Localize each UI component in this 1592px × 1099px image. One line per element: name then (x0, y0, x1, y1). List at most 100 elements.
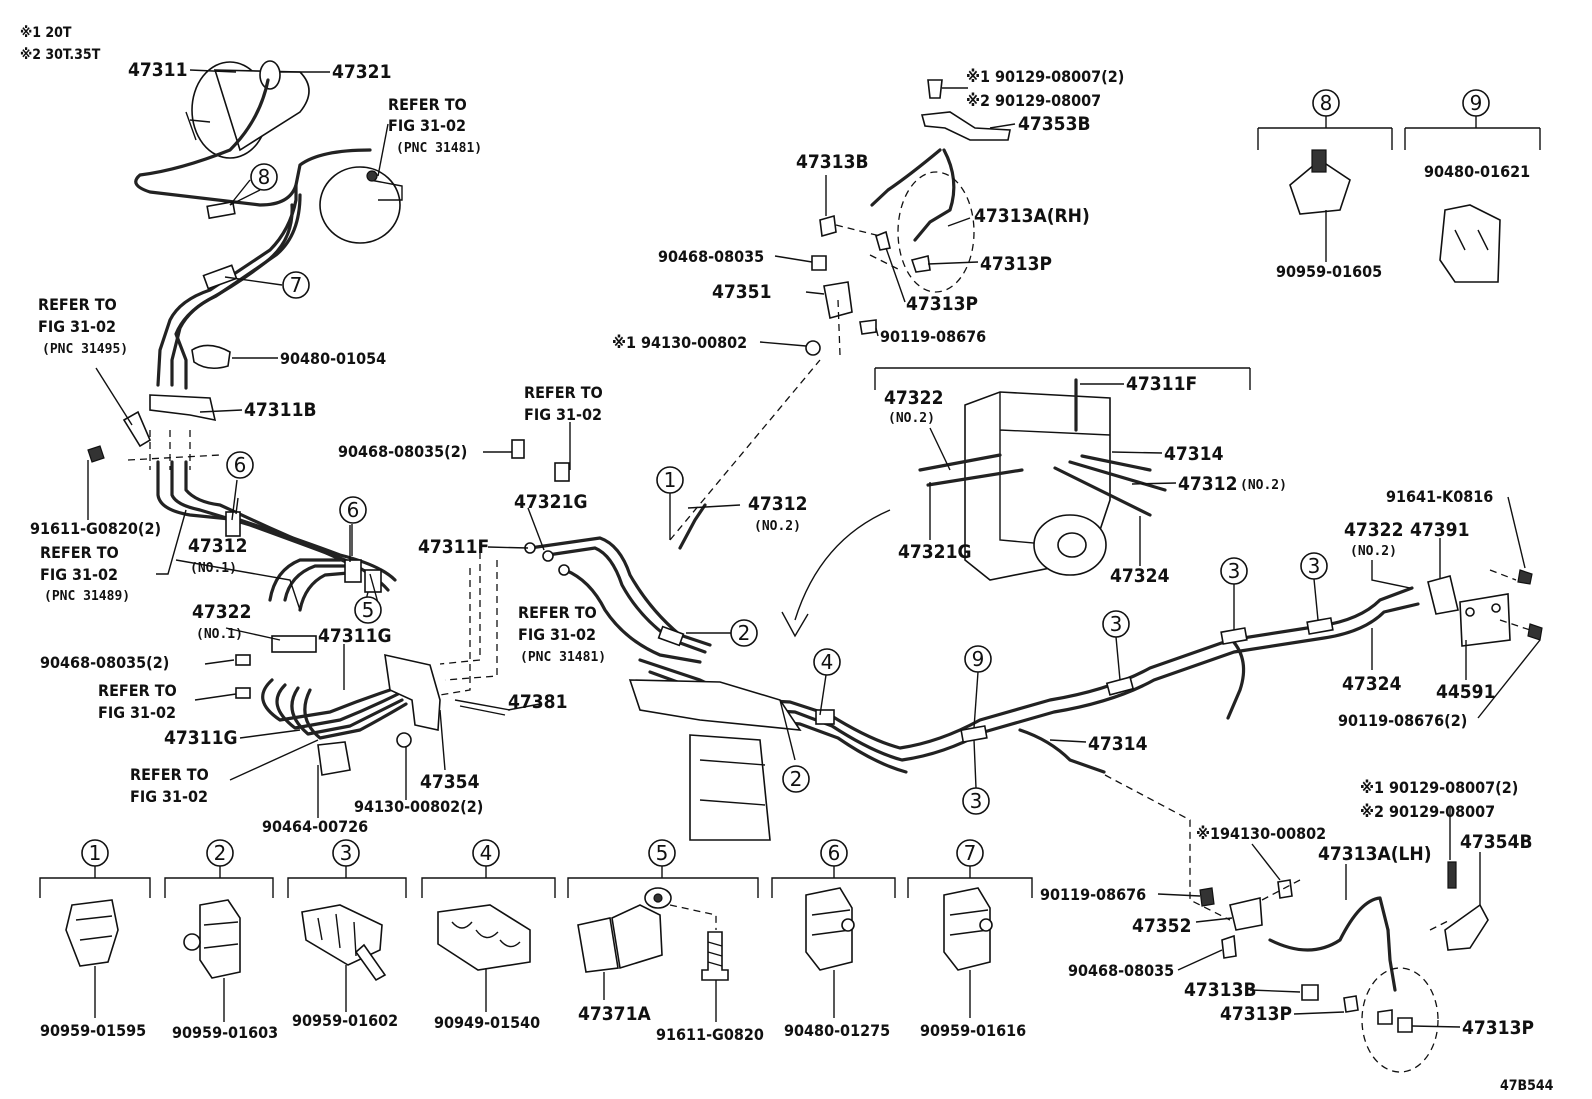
label-94130-00802-a: ※1 94130-00802 (612, 333, 747, 352)
label-refer-f2: FIG 31-02 (524, 405, 602, 424)
callout-8-detail: 8 (1320, 91, 1333, 115)
callout-1-main: 1 (664, 468, 677, 492)
bracket-small-left-drawing (122, 410, 152, 448)
callout-8-main: 8 (258, 165, 271, 189)
label-47311b: 47311B (244, 399, 317, 421)
clip-legend: 1 2 3 4 5 6 7 (39, 839, 1033, 1044)
legend-label-1: 90959-01595 (40, 1021, 146, 1040)
label-47352: 47352 (1132, 915, 1191, 937)
label-91641-k0816: 91641-K0816 (1386, 487, 1493, 506)
label-refer-b2: FIG 31-02 (38, 317, 116, 336)
legend-callout-6: 6 (828, 841, 841, 865)
clip-9-detail (1404, 115, 1541, 283)
label-refer-d2: FIG 31-02 (98, 703, 176, 722)
label-47312-no2b: 47312 (1178, 473, 1237, 495)
brake-actuator-drawing (918, 378, 1167, 581)
callout-9-main: 9 (972, 647, 985, 671)
label-47313p-a: 47313P (980, 253, 1052, 275)
callout-3-main-b: 3 (1110, 612, 1123, 636)
label-47321g-a: 47321G (514, 491, 588, 513)
legend-callout-5: 5 (656, 841, 669, 865)
clip-90468-08035-drawing (511, 439, 525, 459)
label-47311g-a: 47311G (318, 625, 392, 647)
label-47312-no2b-sub: (NO.2) (1240, 478, 1287, 493)
label-47354: 47354 (420, 771, 480, 793)
label-47311: 47311 (128, 59, 187, 81)
label-47313b-b: 47313B (1184, 979, 1257, 1001)
label-90480-01054: 90480-01054 (280, 349, 386, 368)
legend-label-7: 90959-01616 (920, 1021, 1026, 1040)
label-47322-no2b-sub: (NO.2) (1350, 544, 1397, 559)
label-90119-08676-2: 90119-08676(2) (1338, 711, 1467, 730)
callout-circles: 8 7 6 6 5 1 2 2 4 9 3 3 3 3 8 9 (226, 89, 1490, 815)
note-30t-35t: ※2 30T.35T (20, 47, 101, 63)
label-refer-b1: REFER TO (38, 295, 117, 314)
label-90464-00726: 90464-00726 (262, 817, 368, 836)
label-90468-08035-b: 90468-08035 (1068, 961, 1174, 980)
right-bracket-drawing (1427, 569, 1543, 647)
label-47322-no1: 47322 (192, 601, 251, 623)
clip-8-detail (1257, 115, 1393, 262)
label-47354b: 47354B (1460, 831, 1533, 853)
label-refer-g3: (PNC 31481) (520, 650, 606, 665)
label-refer-e2: FIG 31-02 (130, 787, 208, 806)
label-47311f-a: 47311F (418, 536, 489, 558)
label-47381: 47381 (508, 691, 567, 713)
diagram-code: 47B544 (1500, 1078, 1554, 1094)
callout-3-main-c: 3 (1228, 559, 1241, 583)
bracket-47311b-drawing (149, 394, 217, 422)
label-47353b: 47353B (1018, 113, 1091, 135)
label-refer-a2: FIG 31-02 (388, 116, 466, 135)
legend-callout-2: 2 (214, 841, 227, 865)
left-lower-pipes (235, 635, 511, 776)
legend-callout-3: 3 (340, 841, 353, 865)
bolt-91611-drawing (87, 445, 105, 463)
label-47321: 47321 (332, 61, 391, 83)
label-47351: 47351 (712, 281, 771, 303)
label-refer-e1: REFER TO (130, 765, 209, 784)
callout-4-main: 4 (821, 650, 834, 674)
legend-label-6: 90480-01275 (784, 1021, 890, 1040)
label-47312-no2a-sub: (NO.2) (754, 519, 801, 534)
label-refer-c1: REFER TO (40, 543, 119, 562)
label-47312-no2a: 47312 (748, 493, 807, 515)
callout-2-main-b: 2 (790, 767, 803, 791)
callout-2-main-a: 2 (738, 621, 751, 645)
label-90119-08676-a: 90119-08676 (880, 327, 986, 346)
label-47313p-b: 47313P (906, 293, 978, 315)
label-refer-f1: REFER TO (524, 383, 603, 402)
callout-3-main-d: 3 (1308, 554, 1321, 578)
label-90119-08676-b: 90119-08676 (1040, 885, 1146, 904)
label-refer-a1: REFER TO (388, 95, 467, 114)
label-refer-c3: (PNC 31489) (44, 589, 130, 604)
callout-9-detail: 9 (1470, 91, 1483, 115)
label-47322-no2a: 47322 (884, 387, 943, 409)
label-47322-no1-sub: (NO.1) (196, 627, 243, 642)
label-47314-b: 47314 (1088, 733, 1148, 755)
clip-90480-01054-drawing (191, 344, 231, 370)
callout-6-main-b: 6 (347, 498, 360, 522)
label-top-bolt-1: ※1 90129-08007(2) (966, 67, 1124, 86)
label-47391: 47391 (1410, 519, 1469, 541)
clip-refer-fig-drawing (554, 462, 570, 482)
label-90468-08035-2b: 90468-08035(2) (338, 442, 467, 461)
callout-5-main: 5 (362, 598, 375, 622)
label-94130-00802-b: ※194130-00802 (1196, 824, 1326, 843)
label-refer-c2: FIG 31-02 (40, 565, 118, 584)
label-refer-g1: REFER TO (518, 603, 597, 622)
rh-hose-assembly (805, 79, 1011, 356)
label-top-bolt-2: ※2 90129-08007 (966, 91, 1101, 110)
label-47324-b: 47324 (1342, 673, 1402, 695)
part-labels: 47311 47321 REFER TO FIG 31-02 (PNC 3148… (30, 59, 1534, 1039)
label-47324-a: 47324 (1110, 565, 1170, 587)
label-47314-a: 47314 (1164, 443, 1224, 465)
lh-hose-assembly (1199, 861, 1489, 1073)
label-47313p-c: 47313P (1220, 1003, 1292, 1025)
callout-6-main-a: 6 (234, 453, 247, 477)
center-pipe-bundle (524, 503, 1420, 841)
label-refer-a3: (PNC 31481) (396, 141, 482, 156)
label-90480-01621: 90480-01621 (1424, 162, 1530, 181)
label-47311f-b: 47311F (1126, 373, 1197, 395)
label-90468-08035-a: 90468-08035 (658, 247, 764, 266)
